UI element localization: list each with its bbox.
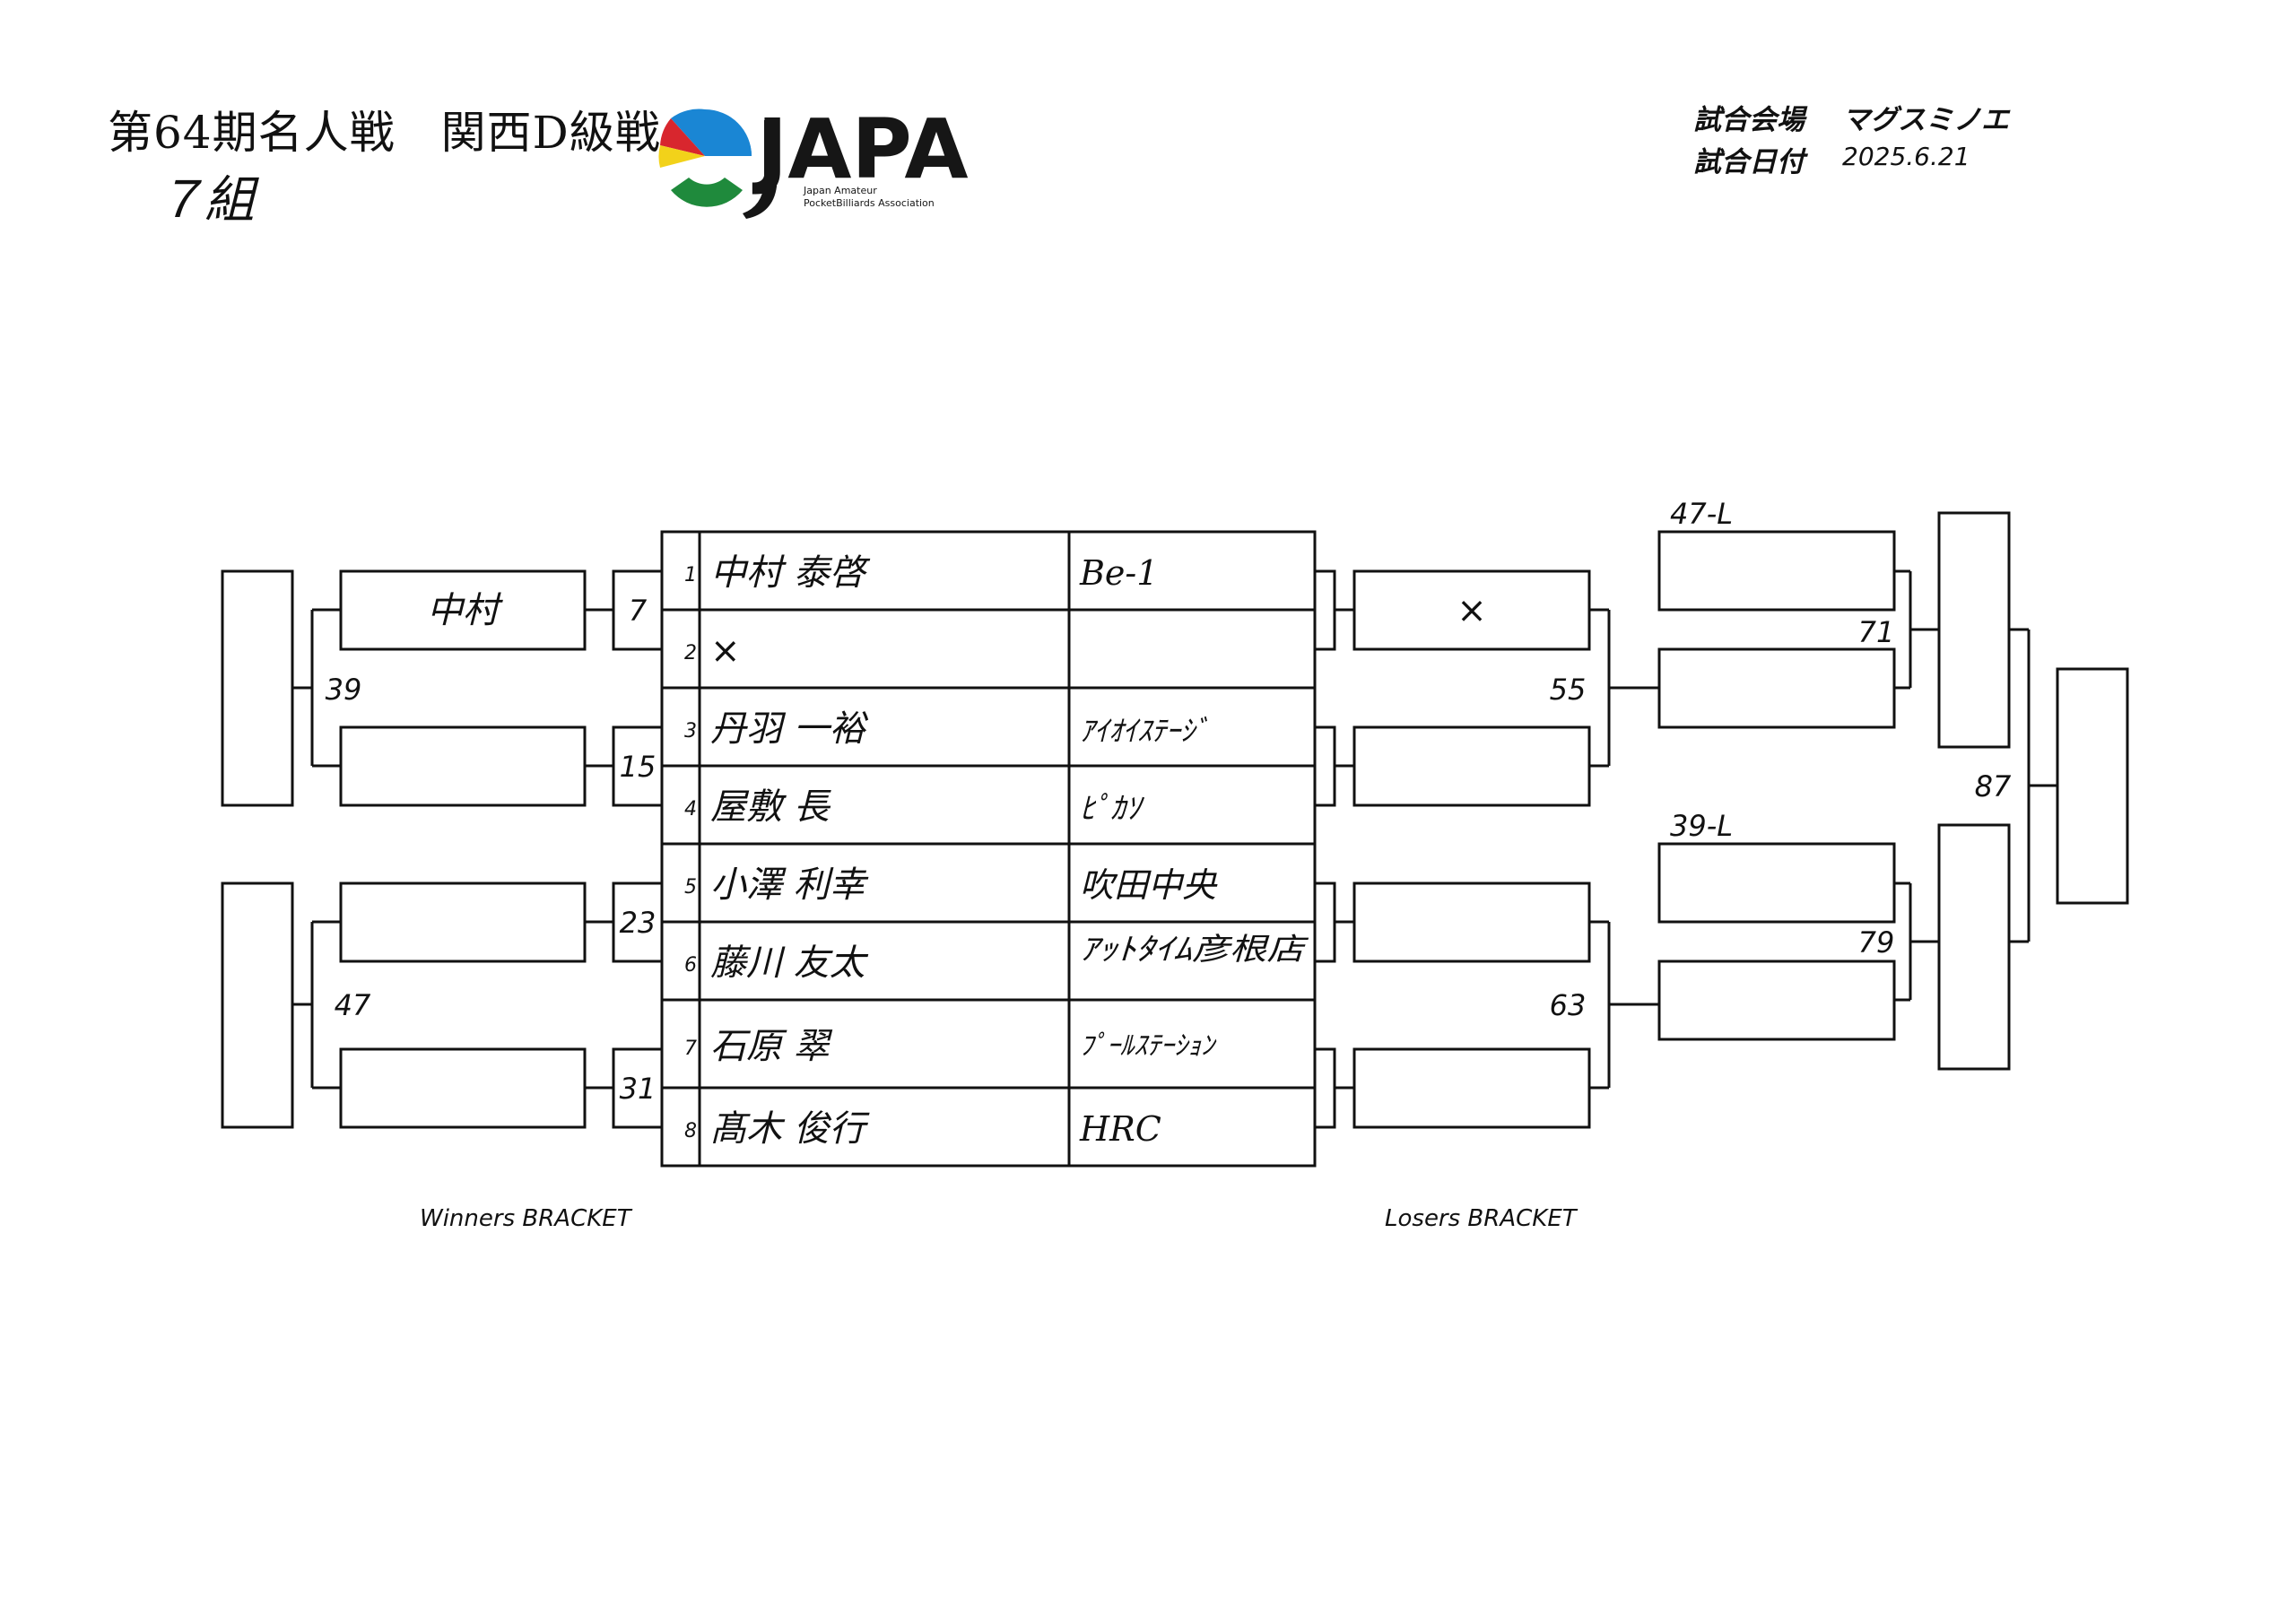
- losers-r2-box: [1657, 960, 1896, 1041]
- logo-sub1: Japan Amateur: [803, 185, 877, 196]
- losers-entry-box: [1352, 881, 1591, 963]
- player-name: 小澤 利幸: [710, 864, 869, 906]
- match-number: 7: [629, 594, 648, 628]
- losers-semi-box: [1937, 823, 2011, 1071]
- match-number: 79: [1858, 925, 1895, 960]
- match-number: 23: [620, 906, 657, 940]
- losers-entry-box: [1352, 1047, 1591, 1129]
- player-name: 藤川 友太: [710, 942, 869, 984]
- date-label: 試合日付: [1693, 146, 1805, 178]
- team-name: Be-1: [1079, 553, 1158, 593]
- losers-dropin-box: [1657, 530, 1896, 612]
- team-name: 吹田中央: [1080, 865, 1218, 905]
- losers-entry-box: [1352, 725, 1591, 807]
- date-value: 2025.6.21: [1842, 142, 1970, 171]
- winners-result-box: [339, 881, 587, 963]
- group-label: ７組: [154, 171, 255, 230]
- team-name: ﾋﾟｶｿ: [1080, 791, 1145, 827]
- seed-number: 8: [684, 1120, 697, 1142]
- seed-number: 4: [684, 798, 697, 821]
- dropin-label: 39-L: [1670, 809, 1733, 843]
- logo-sub2: PocketBilliards Association: [804, 197, 935, 209]
- winner-name: 中村: [427, 590, 503, 631]
- losers-dropin-box: [1657, 842, 1896, 924]
- team-name: ｱｲｵｲｽﾃｰｼﾞ: [1080, 714, 1209, 748]
- seed-number: 7: [684, 1038, 697, 1060]
- losers-final-box: [2056, 667, 2129, 905]
- seed-number: 6: [684, 954, 697, 977]
- japa-logo-graphic: JAPA Japan Amateur PocketBilliards Assoc…: [658, 101, 969, 219]
- match-number: 87: [1975, 769, 2012, 803]
- dropin-label: 47-L: [1670, 497, 1733, 531]
- match-number: 15: [620, 750, 657, 784]
- team-name: ﾌﾟｰﾙｽﾃｰｼｮﾝ: [1080, 1030, 1217, 1062]
- match-number: 31: [620, 1072, 657, 1106]
- player-name: 中村 泰啓: [710, 552, 871, 594]
- winners-semi-box: [221, 881, 294, 1129]
- winners-bracket-label: Winners BRACKET: [420, 1205, 631, 1232]
- match-number: 55: [1550, 673, 1587, 707]
- winners-semi-box: [221, 569, 294, 807]
- player-name: ×: [710, 630, 741, 672]
- logo-wordmark: JAPA: [752, 101, 969, 197]
- match-number: 39: [326, 673, 362, 707]
- team-name: ｱｯﾄﾀｲﾑ彦根店: [1080, 932, 1309, 968]
- seed-number: 3: [684, 720, 697, 743]
- losers-r2-box: [1657, 647, 1896, 729]
- losers-bracket-label: Losers BRACKET: [1385, 1205, 1577, 1232]
- venue-label: 試合会場: [1693, 104, 1805, 136]
- match-number: 71: [1858, 615, 1895, 649]
- losers-semi-box: [1937, 511, 2011, 749]
- player-name: 石原 翠: [710, 1026, 833, 1067]
- seed-number: 2: [684, 642, 697, 664]
- player-name: 髙木 俊行: [710, 1108, 870, 1150]
- winners-result-box: [339, 725, 587, 807]
- match-number: 47: [335, 988, 371, 1022]
- tournament-title: 第64期名人戦 関西D級戦: [108, 107, 661, 159]
- team-name: HRC: [1079, 1109, 1161, 1149]
- winners-result-box: [339, 1047, 587, 1129]
- player-name: 丹羽 一裕: [710, 708, 869, 750]
- seed-number: 5: [684, 876, 697, 899]
- match-number: 63: [1550, 988, 1587, 1022]
- venue-value: マグスミノエ: [1842, 104, 2009, 136]
- seed-number: 1: [684, 564, 697, 586]
- player-table-frame: [660, 530, 1317, 1168]
- player-name: 屋敷 長: [710, 786, 831, 828]
- japa-logo: JAPA Japan Amateur PocketBilliards Assoc…: [653, 100, 994, 230]
- losers-entry-name: ×: [1457, 590, 1487, 631]
